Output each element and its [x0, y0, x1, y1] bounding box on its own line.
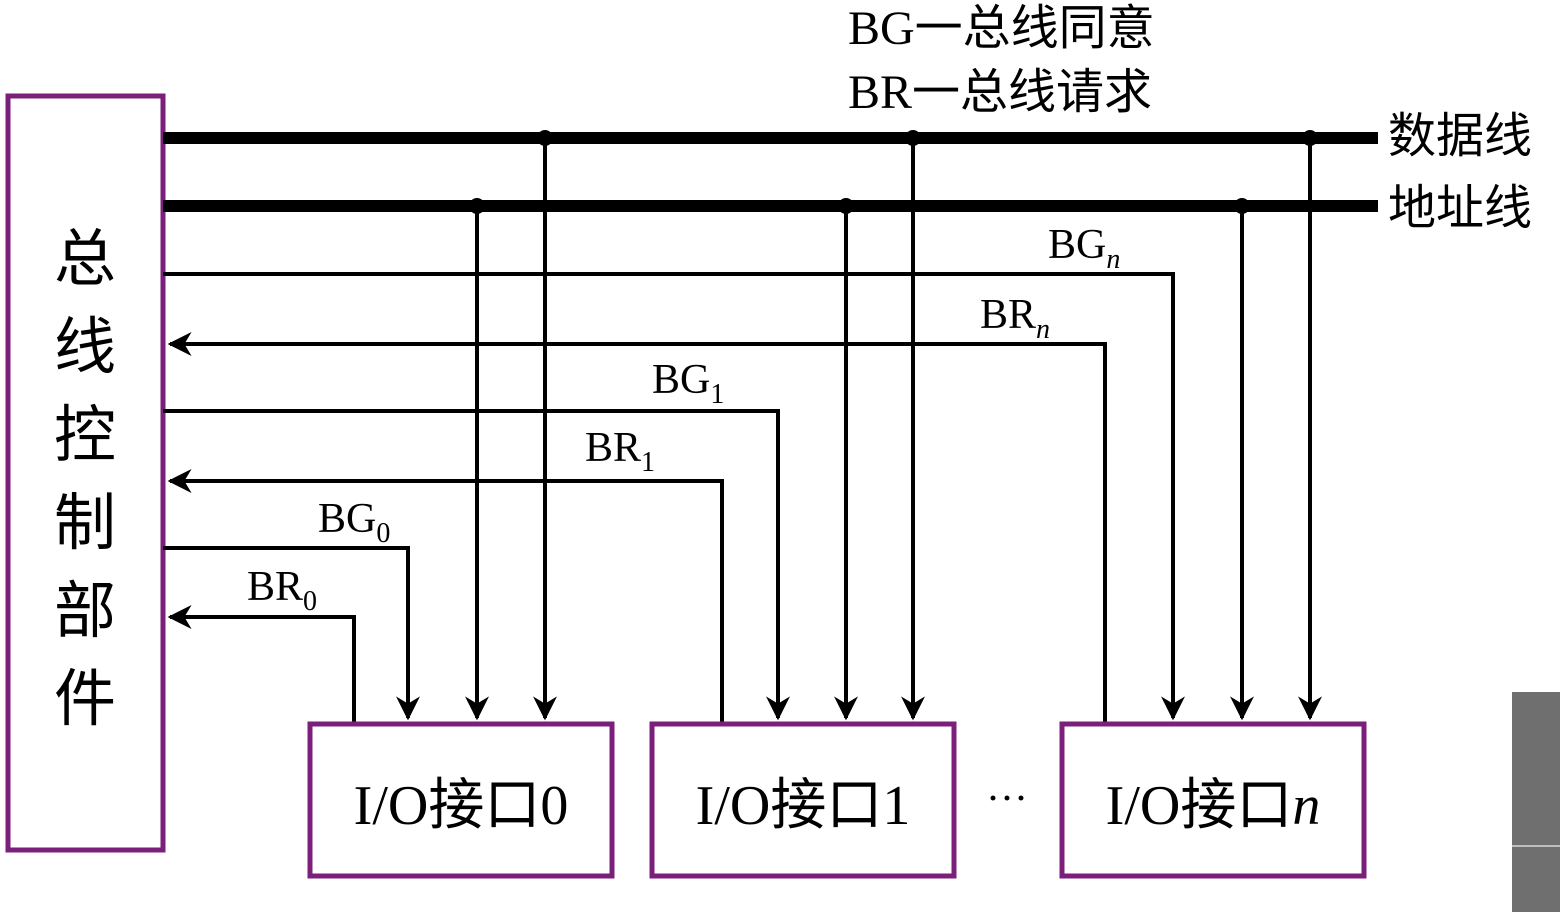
- bg-1-label: BG1: [652, 357, 724, 410]
- controller-char-6: 件: [54, 662, 116, 735]
- br-1-line: [167, 469, 724, 722]
- io-interface-0-label: I/O接口0: [354, 775, 569, 837]
- bus-controller-box: [5, 93, 166, 853]
- br-1-label: BR1: [585, 425, 655, 478]
- io-interface-n-box: [1059, 721, 1367, 879]
- legend-bg: BG一总线同意: [848, 2, 1155, 55]
- legend-br: BR一总线请求: [848, 66, 1152, 119]
- controller-char-5: 部: [54, 574, 116, 647]
- controller-char-1: 总: [54, 222, 116, 295]
- address-bus-label: 地址线: [1388, 180, 1532, 236]
- br-0-label: BR0: [247, 564, 317, 617]
- br-0-line: [167, 605, 356, 722]
- data-bus-label: 数据线: [1388, 108, 1532, 164]
- io-interface-n-label: I/O接口n: [1106, 775, 1321, 837]
- io-interface-0-box: [307, 721, 615, 879]
- br-n-line: [167, 332, 1107, 722]
- controller-char-2: 线: [54, 310, 116, 383]
- bg-0-label: BG0: [318, 496, 390, 549]
- io-interface-1-box: [649, 721, 957, 879]
- bg-n-line: [163, 272, 1185, 721]
- bg-1-line: [163, 409, 790, 721]
- edge-fragment: [1512, 692, 1560, 912]
- br-n-label: BRn: [980, 292, 1050, 345]
- ellipsis: ···: [986, 776, 1028, 822]
- controller-char-3: 控: [54, 398, 116, 471]
- bg-0-line: [163, 546, 420, 721]
- bg-n-label: BGn: [1048, 222, 1120, 275]
- controller-char-4: 制: [54, 486, 116, 559]
- io-interface-1-label: I/O接口1: [696, 775, 911, 837]
